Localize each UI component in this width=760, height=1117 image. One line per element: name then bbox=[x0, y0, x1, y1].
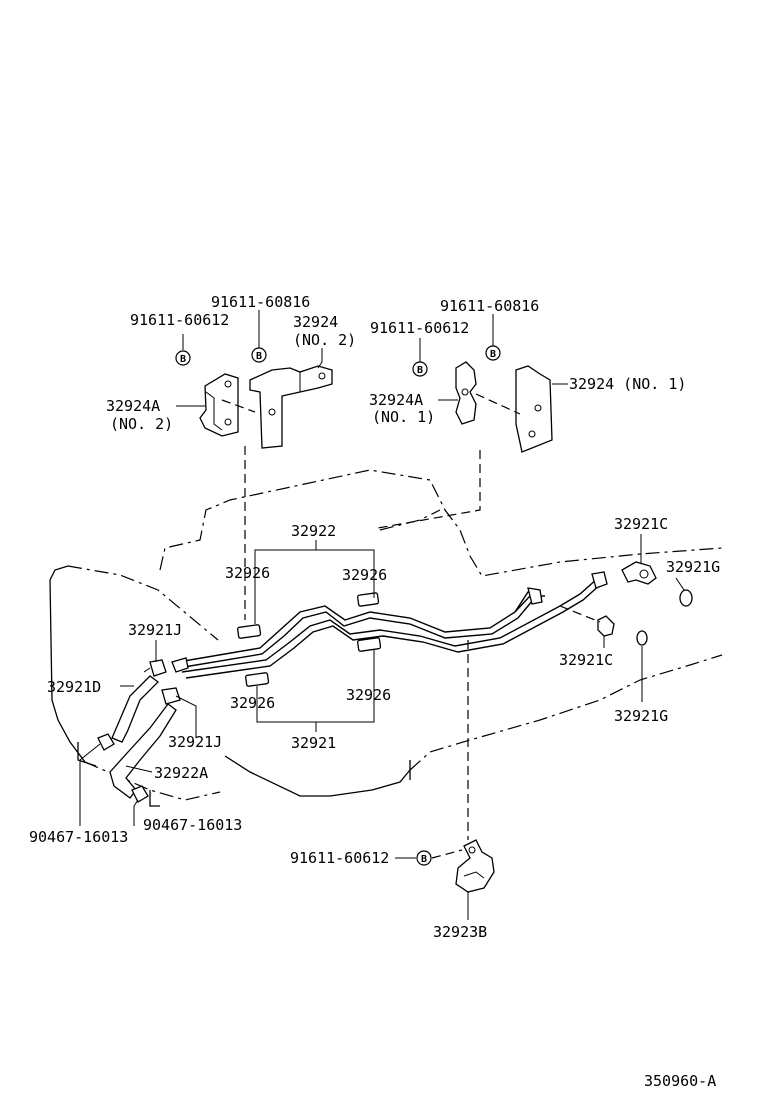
label-32921c-upper: 32921C bbox=[614, 515, 668, 533]
label-32924-no2-sub: (NO. 2) bbox=[293, 331, 356, 349]
gasket-lower-icon bbox=[636, 630, 648, 646]
svg-text:B: B bbox=[417, 365, 423, 376]
assembly-lines bbox=[221, 393, 601, 859]
clip-32921j-upper-icon bbox=[143, 659, 167, 677]
cooler-tubes bbox=[171, 571, 608, 679]
label-32923b: 32923B bbox=[433, 923, 487, 941]
label-32924a-no1-sub: (NO. 1) bbox=[372, 408, 435, 426]
label-32922: 32922 bbox=[291, 522, 336, 540]
right-hook-icon bbox=[149, 790, 160, 807]
svg-text:B: B bbox=[256, 351, 262, 362]
label-32926-upper-left: 32926 bbox=[225, 564, 270, 582]
label-91611-60612-right: 91611-60612 bbox=[370, 319, 469, 337]
label-32924a-no1: 32924A bbox=[369, 391, 423, 409]
label-32921g-lower: 32921G bbox=[614, 707, 668, 725]
bracket-32924a-no1-icon bbox=[455, 361, 477, 425]
gasket-upper-icon bbox=[679, 589, 693, 607]
grommet-lower-left-icon bbox=[245, 672, 270, 687]
grommet-lower-right-icon bbox=[357, 637, 382, 652]
label-32921j-upper: 32921J bbox=[128, 621, 182, 639]
svg-text:B: B bbox=[180, 354, 186, 365]
label-32922a: 32922A bbox=[154, 764, 208, 782]
label-91611-60816-right: 91611-60816 bbox=[440, 297, 539, 315]
clamp-90467-left-icon bbox=[97, 733, 115, 751]
bolt-symbol-4-icon: B bbox=[485, 345, 501, 361]
svg-text:B: B bbox=[421, 854, 427, 865]
label-32926-upper-right: 32926 bbox=[342, 566, 387, 584]
svg-text:B: B bbox=[490, 349, 496, 360]
label-32924-no1: 32924 (NO. 1) bbox=[569, 375, 686, 393]
leader-lines bbox=[79, 310, 685, 920]
bolt-symbol-3-icon: B bbox=[412, 361, 428, 377]
grommet-upper-right-icon bbox=[357, 592, 380, 607]
label-32926-lower-left: 32926 bbox=[230, 694, 275, 712]
label-32926-lower-right: 32926 bbox=[346, 686, 391, 704]
union-32921c-upper-icon bbox=[621, 561, 657, 585]
tube-end-left-icon bbox=[171, 657, 189, 673]
part-labels: 91611-60612 91611-60816 32924 (NO. 2) 32… bbox=[29, 293, 720, 1090]
label-91611-60816-left: 91611-60816 bbox=[211, 293, 310, 311]
hose-32922a-icon bbox=[109, 703, 177, 799]
label-32921c-lower: 32921C bbox=[559, 651, 613, 669]
label-32921d: 32921D bbox=[47, 678, 101, 696]
bracket-32924-no1-icon bbox=[515, 365, 553, 453]
bolt-symbol-2-icon: B bbox=[251, 347, 267, 363]
bracket-32924-no2-icon bbox=[249, 365, 333, 449]
hose-32921d-icon bbox=[111, 675, 159, 743]
label-32924a-no2-sub: (NO. 2) bbox=[110, 415, 173, 433]
label-32921j-lower: 32921J bbox=[168, 733, 222, 751]
grommets bbox=[237, 592, 382, 687]
label-90467-16013-left: 90467-16013 bbox=[29, 828, 128, 846]
label-32924a-no2: 32924A bbox=[106, 397, 160, 415]
label-91611-60612-left: 91611-60612 bbox=[130, 311, 229, 329]
label-32924-no2: 32924 bbox=[293, 313, 338, 331]
left-hook-icon bbox=[77, 742, 97, 767]
clamp-90467-right-icon bbox=[131, 785, 149, 803]
label-32921: 32921 bbox=[291, 734, 336, 752]
tube-fitting-upper-icon bbox=[527, 587, 543, 605]
bolt-symbol-5-icon: B bbox=[416, 850, 432, 866]
union-32921c-lower-icon bbox=[597, 615, 615, 637]
label-91611-60612-bottom: 91611-60612 bbox=[290, 849, 389, 867]
clip-32921j-lower-icon bbox=[161, 687, 181, 705]
grommet-upper-left-icon bbox=[237, 624, 262, 639]
bracket-32924a-no2-icon bbox=[199, 373, 239, 437]
bolt-symbol-1-icon: B bbox=[175, 350, 191, 366]
diagram-reference-code: 350960-A bbox=[644, 1072, 716, 1090]
tube-fitting-right-icon bbox=[591, 571, 608, 589]
label-32921g-upper: 32921G bbox=[666, 558, 720, 576]
label-90467-16013-right: 90467-16013 bbox=[143, 816, 242, 834]
clamp-32923b-icon bbox=[455, 839, 495, 893]
